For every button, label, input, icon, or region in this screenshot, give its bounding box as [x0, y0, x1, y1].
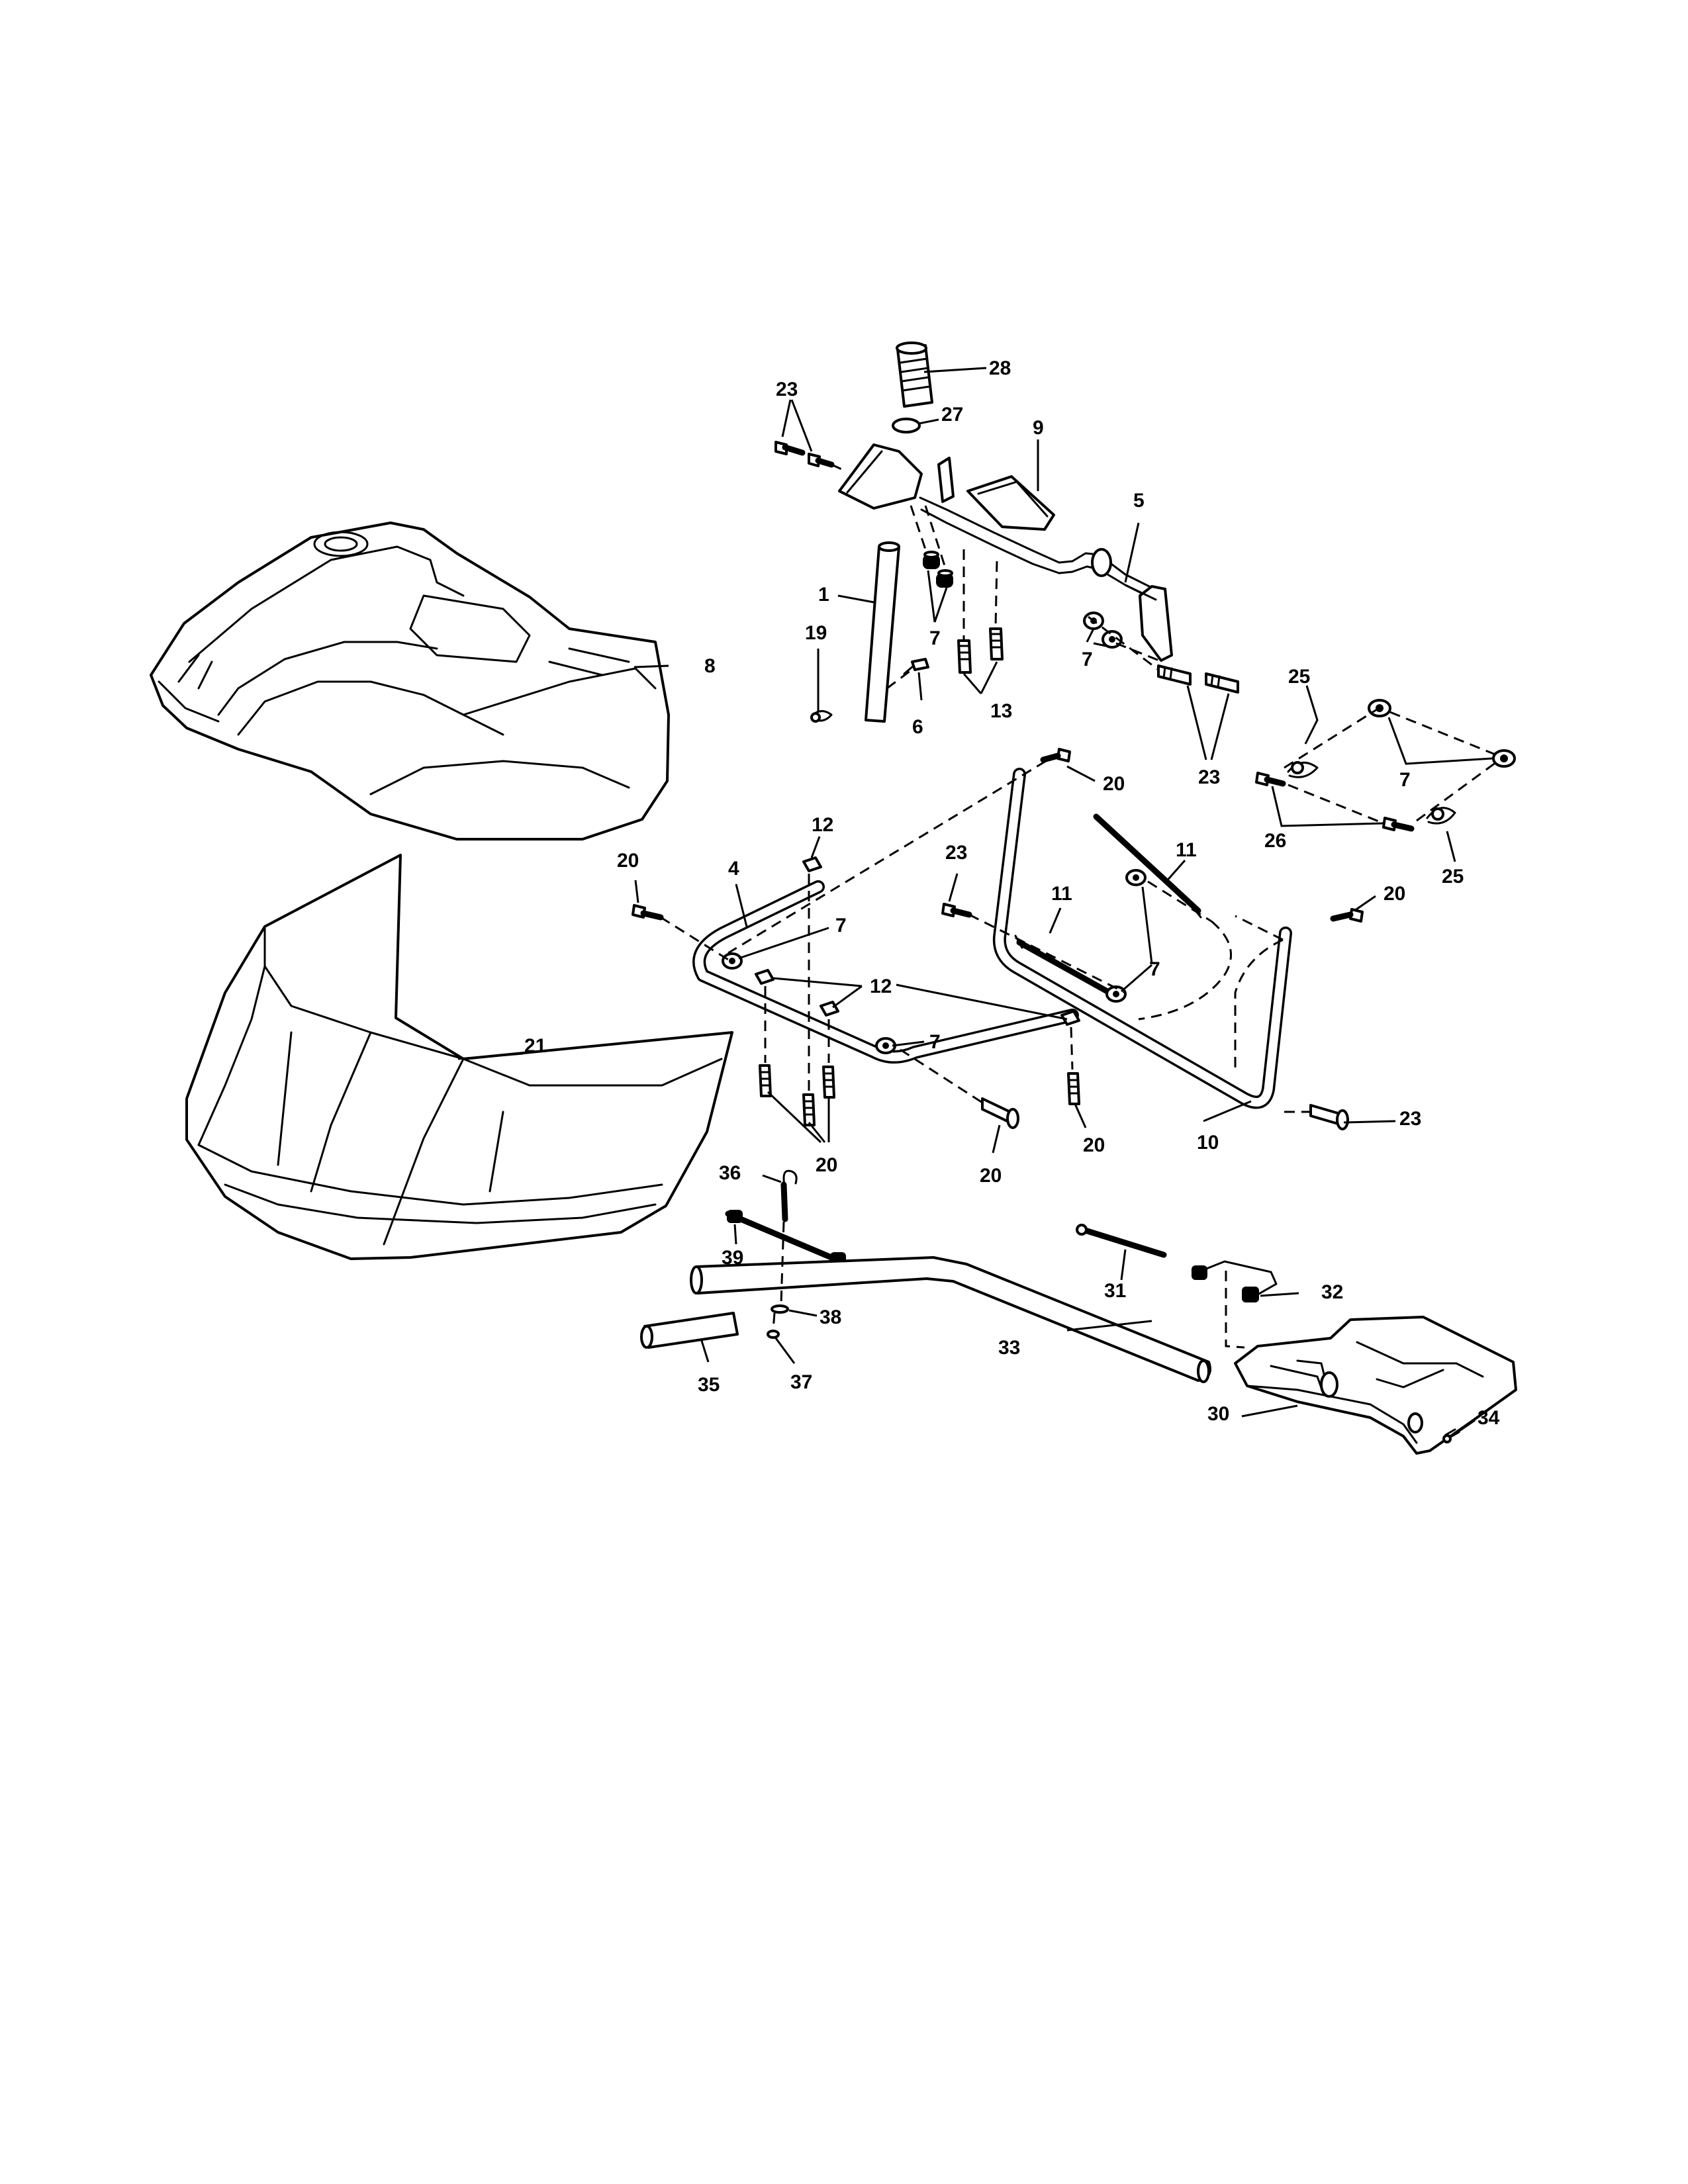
bolt-part-6 [903, 658, 929, 675]
callout-36: 36 [719, 1162, 741, 1184]
assembly-lines [660, 463, 1499, 1349]
frame-part-4 [692, 880, 1079, 1064]
bolt-part-23-right [1157, 664, 1239, 694]
callout-23: 23 [1198, 766, 1220, 788]
callout-38: 38 [820, 1306, 841, 1328]
clip-part-25-lower [1426, 807, 1456, 825]
callout-33: 33 [998, 1337, 1020, 1359]
callout-30: 30 [1207, 1403, 1229, 1425]
callout-37: 37 [790, 1371, 812, 1393]
callout-20: 20 [1383, 883, 1405, 905]
callout-39: 39 [722, 1247, 743, 1269]
callout-12: 12 [870, 976, 892, 997]
clip-part-37 [767, 1330, 780, 1339]
square-nut-part-12 [755, 856, 1080, 1026]
callout-12: 12 [812, 814, 833, 836]
bolt-part-13 [957, 627, 1004, 674]
callout-20: 20 [617, 850, 639, 872]
bracket-part-9-5 [838, 443, 1173, 662]
callout-11: 11 [1176, 839, 1197, 861]
callout-20: 20 [980, 1165, 1002, 1187]
callout-7: 7 [929, 1031, 941, 1053]
callout-6: 6 [912, 716, 923, 738]
washer-part-27 [892, 418, 921, 433]
callout-35: 35 [698, 1374, 720, 1396]
rod-part-31 [1076, 1224, 1167, 1258]
callout-32: 32 [1321, 1281, 1343, 1303]
callout-9: 9 [1033, 417, 1044, 439]
callout-1: 1 [818, 584, 829, 606]
callout-23: 23 [776, 379, 798, 400]
callout-4: 4 [728, 858, 739, 880]
leader-lines [457, 367, 1493, 1436]
grip-part-35 [640, 1312, 739, 1349]
callout-23: 23 [945, 842, 967, 864]
rod-part-36 [780, 1169, 798, 1222]
callout-7: 7 [1149, 958, 1160, 980]
callout-28: 28 [989, 357, 1011, 379]
callout-7: 7 [1399, 769, 1411, 791]
pedal-part-30 [1234, 1316, 1517, 1455]
callout-26: 26 [1264, 830, 1286, 852]
callout-25: 25 [1442, 866, 1464, 887]
callout-31: 31 [1104, 1280, 1126, 1302]
shaft-part-1 [865, 541, 900, 723]
bolt-part-23-frame [941, 903, 1349, 1130]
callout-7: 7 [1082, 649, 1093, 670]
callout-20: 20 [1083, 1134, 1105, 1156]
washer-part-38 [771, 1304, 789, 1314]
bolt-part-23-top [774, 441, 835, 468]
hood-cover-part-8 [150, 522, 670, 841]
front-panel-part-21 [185, 854, 733, 1260]
callout-21: 21 [524, 1035, 546, 1057]
callout-20: 20 [1103, 773, 1125, 795]
bolt-part-20 [632, 748, 1364, 1129]
nut-part-7-bracket [923, 551, 953, 588]
callout-labels: 28 27 23 9 5 1 19 6 7 13 7 23 8 25 7 26 … [524, 357, 1500, 1429]
callout-8: 8 [704, 655, 716, 677]
callout-34: 34 [1477, 1407, 1500, 1429]
callout-10: 10 [1197, 1132, 1219, 1154]
tube-part-33 [690, 1256, 1211, 1383]
spring-part-32 [1192, 1260, 1278, 1302]
bolt-part-26 [1255, 772, 1415, 832]
nut-part-7-frame [722, 869, 1147, 1054]
callout-23: 23 [1399, 1108, 1421, 1130]
handle-grip-part-28 [896, 341, 933, 408]
callout-7: 7 [929, 627, 941, 649]
callout-25: 25 [1288, 666, 1310, 688]
rod-part-11 [1014, 813, 1202, 997]
clip-part-25-upper [1287, 761, 1319, 778]
callout-13: 13 [990, 700, 1012, 722]
pin-part-19 [810, 710, 833, 723]
callout-5: 5 [1133, 490, 1145, 512]
callout-19: 19 [805, 622, 827, 644]
callout-11: 11 [1051, 883, 1072, 905]
callout-7: 7 [835, 915, 847, 936]
callout-20: 20 [816, 1154, 837, 1176]
callout-27: 27 [941, 404, 963, 426]
frame-part-10 [992, 768, 1292, 1109]
